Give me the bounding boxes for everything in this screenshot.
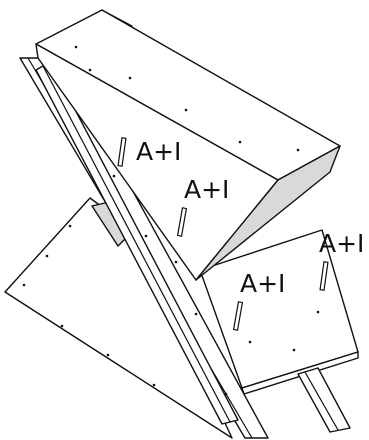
screw-label-3: A+I [240,269,285,298]
screw-4 [319,261,329,291]
screw-label-4: A+I [319,229,364,258]
screw-3 [232,301,244,331]
screw-label-2: A+I [184,175,229,204]
screw-2 [176,207,188,237]
screw-1 [117,137,127,167]
top-box [35,9,341,281]
top-box-end-face [195,145,341,281]
screw-label-1: A+I [136,137,181,166]
right-leg [297,367,351,433]
